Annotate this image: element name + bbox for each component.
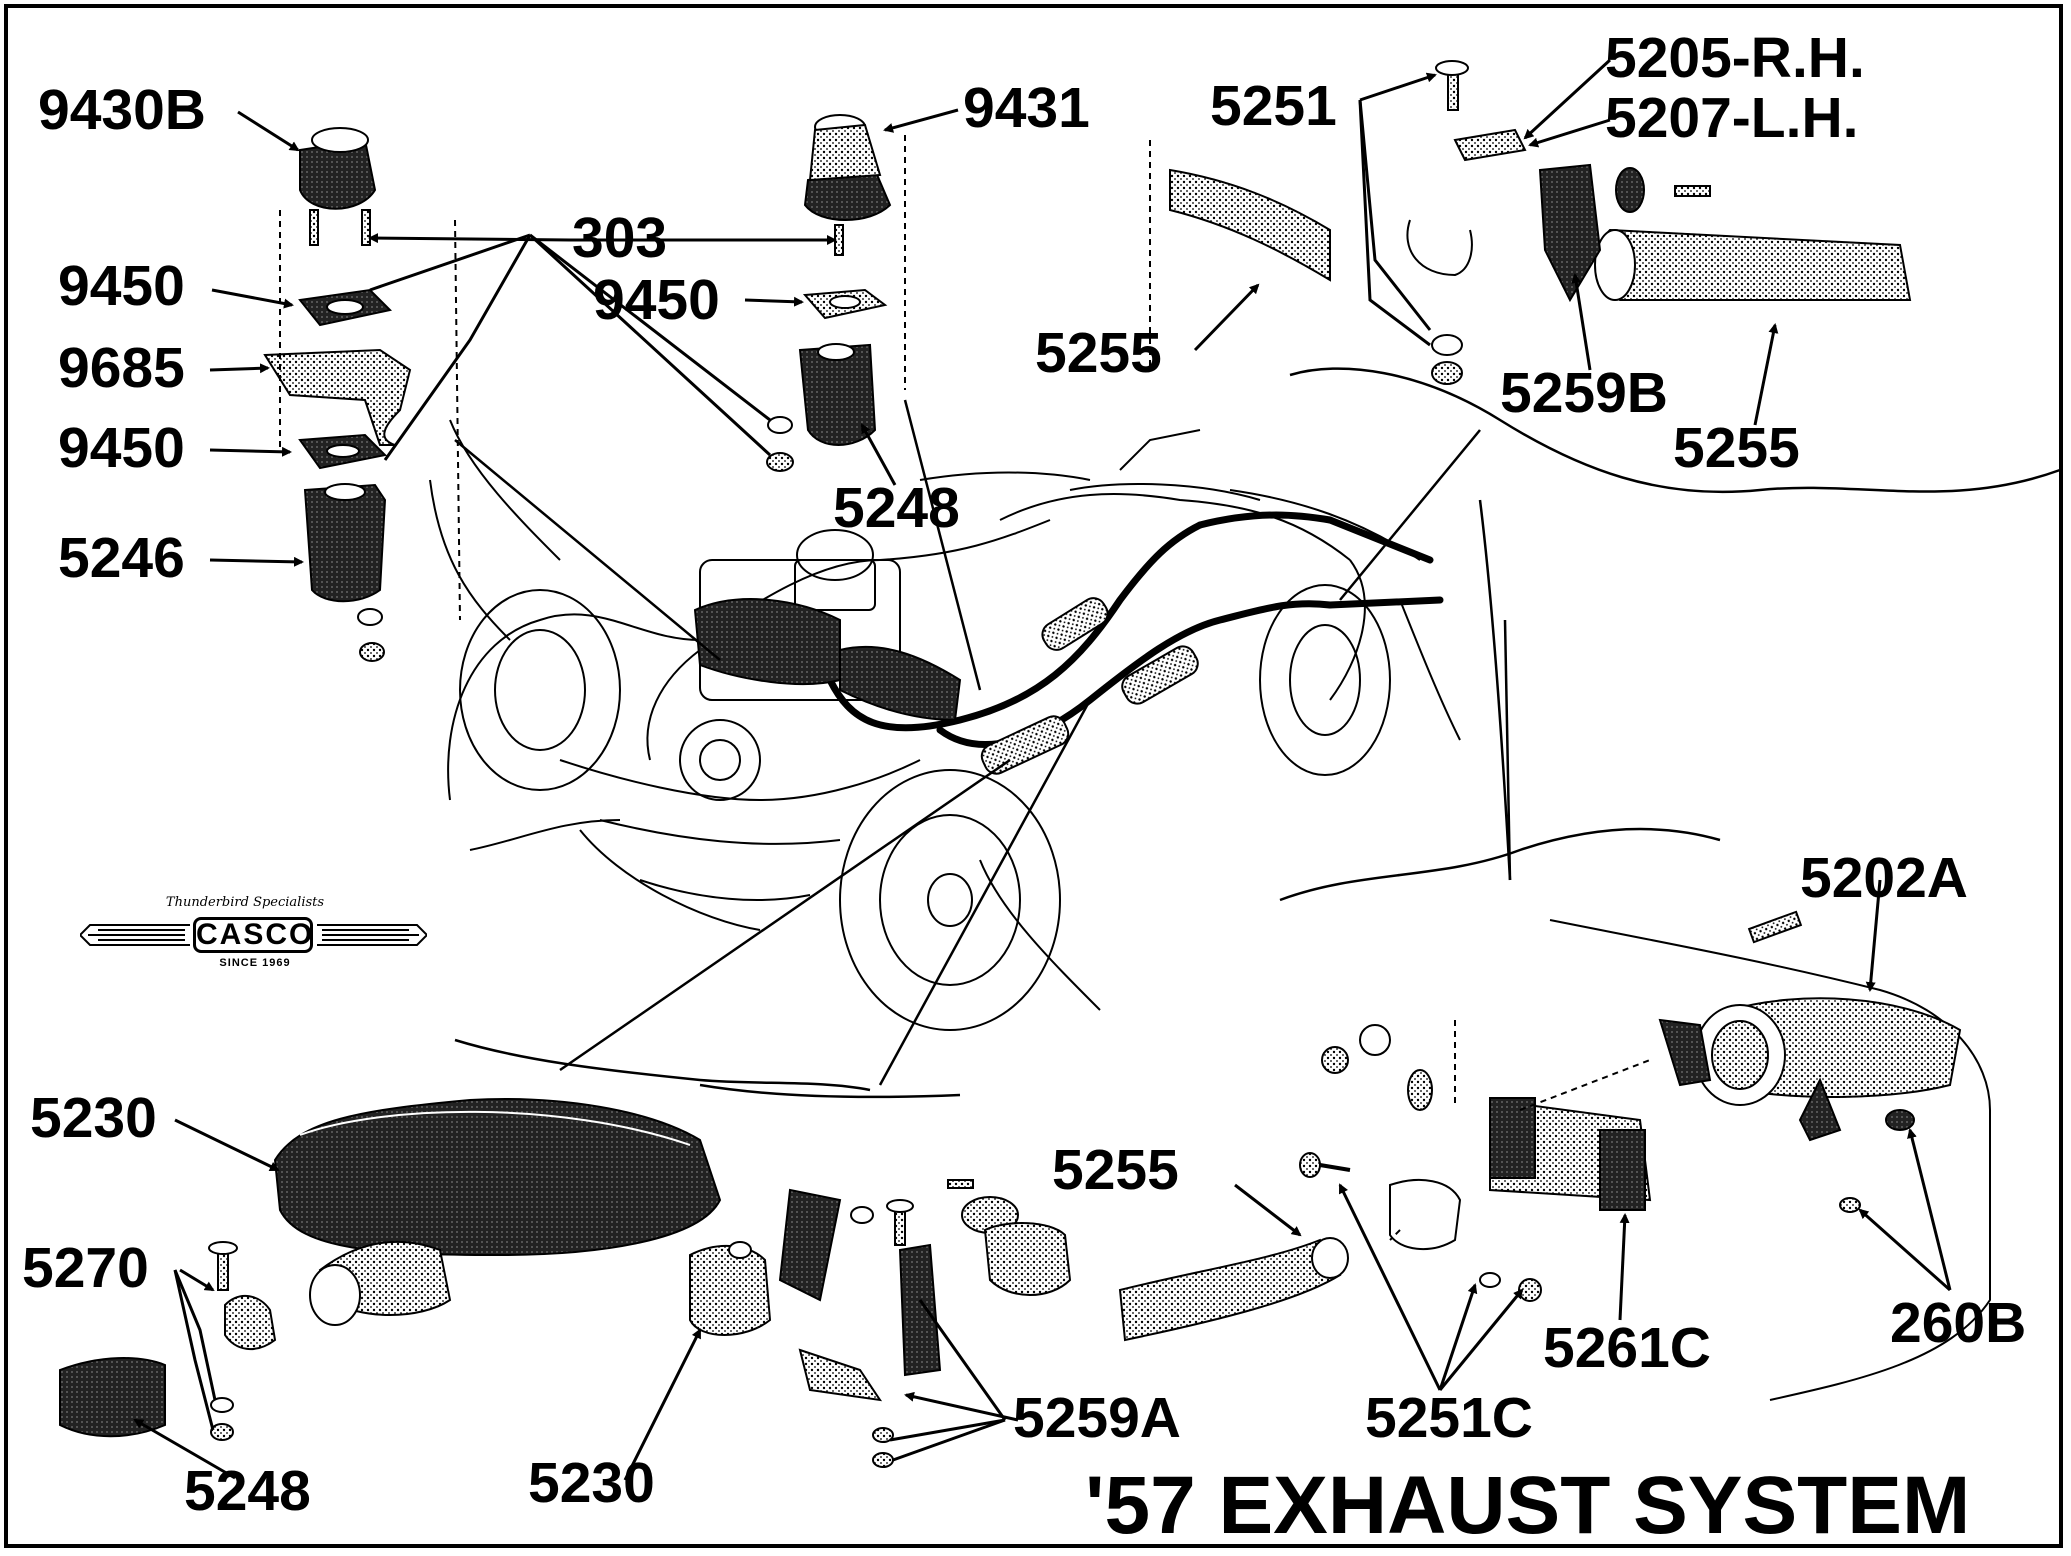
logo-since: SINCE 1969 [219,957,291,969]
muffler-lower-left [59,1098,722,1441]
callout-5207-lh: 5207-L.H. [1605,86,1859,150]
callout-5255-c: 5255 [1052,1138,1179,1202]
connector-lines [279,135,1151,621]
callout-5248-bottom: 5248 [184,1459,311,1523]
mufflers-in-car [693,597,1199,775]
callout-5270: 5270 [22,1236,149,1300]
leader-lines [454,399,1512,1086]
rear-exhaust-outlet [1299,910,1991,1401]
callout-5259b: 5259B [1500,361,1668,425]
callout-303: 303 [572,206,668,270]
callout-9450-a: 9450 [58,254,185,318]
diagram-title: '57 EXHAUST SYSTEM [1085,1460,1971,1551]
section-dividers [454,367,2061,1099]
callout-5255-a: 5255 [1035,321,1162,385]
callout-9450-c: 9450 [593,268,720,332]
left-wing-icon [80,924,190,946]
callout-5230-b: 5230 [528,1451,655,1515]
manifold-parts-left [263,127,412,662]
manifold-parts-middle [766,114,892,472]
callout-5259a: 5259A [1013,1386,1181,1450]
callout-9431: 9431 [963,76,1090,140]
tailpipe-lower [1118,1237,1349,1342]
callout-5248-top: 5248 [833,476,960,540]
callout-9685: 9685 [58,336,185,400]
callout-5205-rh: 5205-R.H. [1605,26,1865,90]
callout-5230-a: 5230 [30,1086,157,1150]
callout-5246: 5246 [58,526,185,590]
logo-brand: CASCO [193,917,313,953]
casco-logo: Thunderbird Specialists CASCO SINCE 1969 [80,895,427,985]
callout-5202a: 5202A [1800,846,1968,910]
callout-260b: 260B [1890,1291,2027,1355]
tailpipe-hanger-parts [1169,60,1912,385]
callout-5255-b: 5255 [1673,416,1800,480]
callout-5251: 5251 [1210,74,1337,138]
car-chassis-illustration [429,419,1461,1031]
logo-tagline: Thunderbird Specialists [165,895,325,910]
right-wing-icon [317,924,427,946]
callout-5261c: 5261C [1543,1316,1711,1380]
callout-5251c: 5251C [1365,1386,1533,1450]
callout-9430b: 9430B [38,78,206,142]
diagram-border [4,4,2063,1548]
callout-9450-b: 9450 [58,416,185,480]
